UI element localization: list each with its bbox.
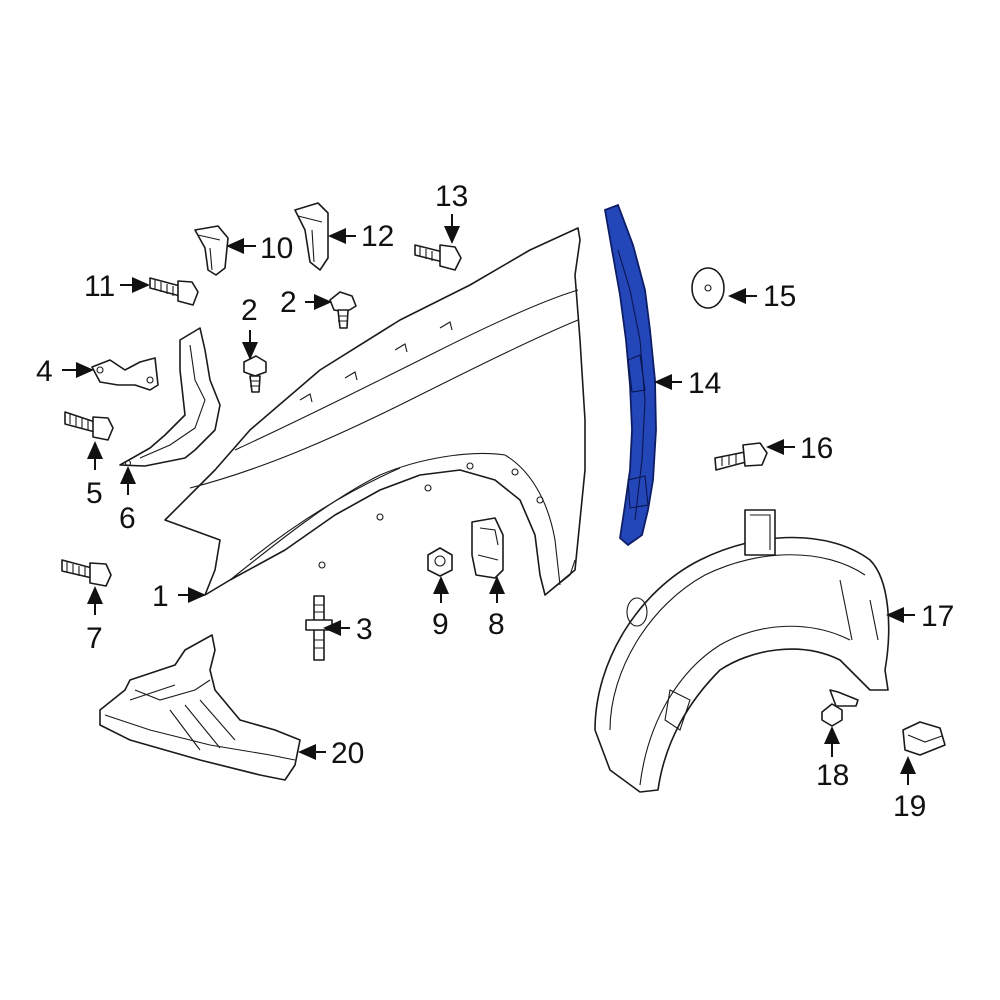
callout-13[interactable]: 13 [435,180,468,213]
callout-4[interactable]: 4 [36,355,53,388]
screw-part-2-lower[interactable] [243,355,267,393]
fender-part[interactable] [164,227,586,596]
washer-part[interactable] [691,267,725,309]
small-bracket-part[interactable] [91,357,159,391]
callout-10[interactable]: 10 [260,232,293,265]
callout-12[interactable]: 12 [361,220,394,253]
fender-bracket-part[interactable] [119,327,221,467]
clip-part-10[interactable] [194,225,229,276]
callout-17[interactable]: 17 [921,600,954,633]
screw-part-2-upper[interactable] [329,291,357,329]
callout-5[interactable]: 5 [86,477,103,510]
callout-16[interactable]: 16 [800,432,833,465]
bolt-part-11[interactable] [149,277,199,306]
screw-part-18[interactable] [821,689,859,727]
callout-labels: 1 2 2 3 4 5 6 7 8 9 10 11 12 13 14 15 16… [36,180,954,823]
callout-11[interactable]: 11 [84,270,115,303]
bolt-part-7[interactable] [61,559,112,587]
retainer-part-19[interactable] [902,721,946,756]
wheel-liner-part[interactable] [594,509,890,793]
clip-part-12[interactable] [294,202,329,271]
callout-18[interactable]: 18 [816,759,849,792]
callout-7[interactable]: 7 [86,622,103,655]
callout-14[interactable]: 14 [688,367,721,400]
bolt-part-13[interactable] [414,244,462,271]
callout-3[interactable]: 3 [356,613,373,646]
callout-9[interactable]: 9 [432,608,449,641]
bolt-part-5[interactable] [64,411,114,441]
callout-6[interactable]: 6 [119,502,136,535]
bolt-part-16[interactable] [714,442,768,471]
callout-2-upper[interactable]: 2 [280,286,297,319]
nut-part[interactable] [427,547,453,577]
callout-8[interactable]: 8 [488,608,505,641]
callout-20[interactable]: 20 [331,737,364,770]
callout-2-lower[interactable]: 2 [241,294,258,327]
retainer-clip-part-8[interactable] [471,517,504,579]
callout-19[interactable]: 19 [893,790,926,823]
fender-seal-part-highlighted[interactable] [603,203,657,547]
callout-1[interactable]: 1 [152,580,169,613]
leader-arrows [62,214,916,785]
callout-15[interactable]: 15 [763,280,796,313]
lower-splash-shield-part[interactable] [99,634,301,781]
